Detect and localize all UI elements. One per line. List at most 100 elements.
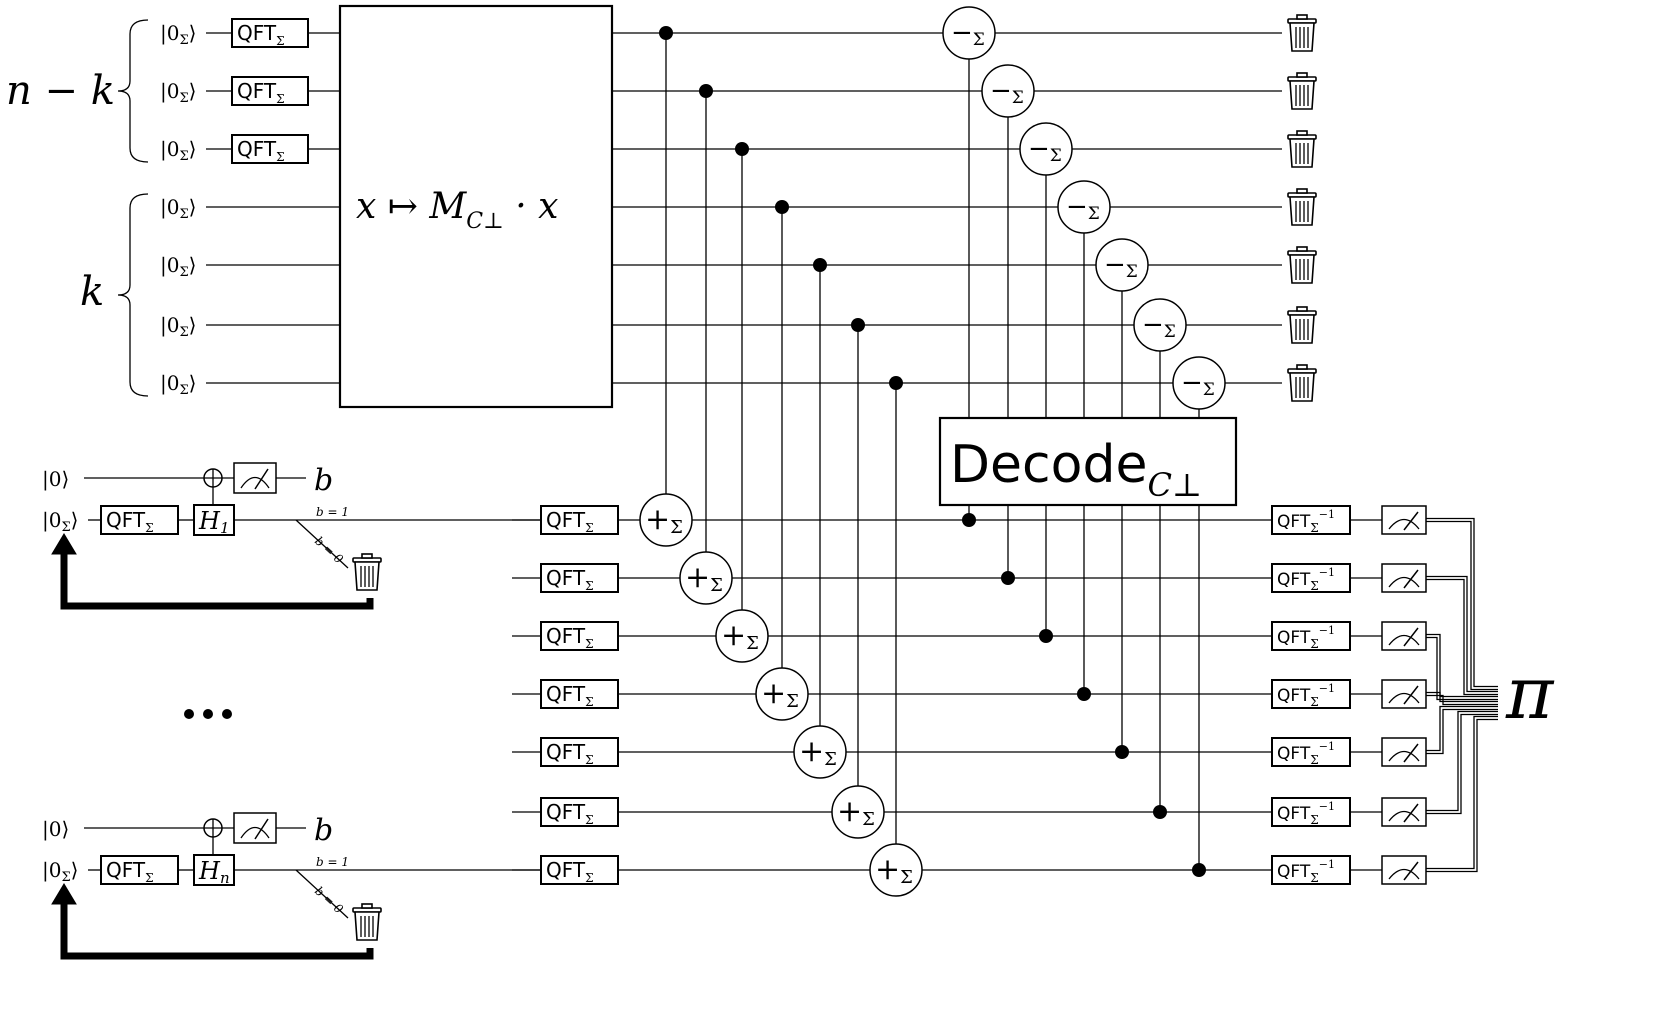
linear-map-box — [338, 4, 614, 409]
trash-body — [1289, 22, 1315, 52]
gate-part: Σ — [1203, 380, 1215, 400]
linear-map-label: x ↦ MC⊥ · x — [356, 186, 558, 234]
measurement-icon — [1381, 621, 1427, 651]
subtract-gate-label: −Σ — [1181, 368, 1215, 400]
qft-label: QFTΣ−1 — [1277, 800, 1335, 827]
classical-wire — [1426, 705, 1498, 755]
qft-part: Σ — [585, 521, 593, 535]
classical-bit-label: b — [314, 813, 333, 848]
qft-part: QFT — [546, 566, 586, 590]
gate-part: + — [721, 618, 746, 653]
ket-part: Σ — [179, 265, 188, 280]
qft-part: QFT — [106, 858, 146, 882]
qft-inverse-exponent: −1 — [1319, 508, 1335, 521]
qft-part: QFT — [546, 800, 586, 824]
qft-part: Σ — [145, 871, 153, 885]
qft-part: QFT — [237, 21, 277, 45]
classical-wire — [1426, 691, 1498, 706]
ket-part: Σ — [179, 207, 188, 222]
qft-part: QFT — [1277, 862, 1311, 882]
trash-icon — [1287, 364, 1317, 402]
inverse-qft-gate — [1271, 621, 1351, 651]
gate-part: Σ — [1088, 204, 1100, 224]
meter-arc — [1388, 692, 1420, 704]
ket-part: ⟩ — [189, 313, 197, 337]
qft-part: QFT — [1277, 628, 1311, 648]
qft-part: Σ — [276, 150, 284, 164]
measurement-icon — [1381, 737, 1427, 767]
meter-arc — [1388, 576, 1420, 588]
trash-icon — [1287, 130, 1317, 168]
gate-part: Σ — [824, 749, 837, 770]
qft-gate — [540, 563, 619, 593]
gate-part: Σ — [1050, 146, 1062, 166]
qft-gate — [540, 505, 619, 535]
add-gate — [715, 609, 769, 663]
gate-part: + — [799, 734, 824, 769]
feedback-arrow — [60, 896, 374, 960]
qft-inverse-exponent: −1 — [1319, 740, 1335, 753]
classical-wire — [1426, 715, 1498, 873]
qft-part: QFT — [1277, 744, 1311, 764]
measurement-icon — [1381, 679, 1427, 709]
qft-part: QFT — [1277, 570, 1311, 590]
add-gate — [831, 785, 885, 839]
ket-part: Σ — [61, 520, 70, 535]
control-dot — [962, 513, 976, 527]
qft-part: Σ — [145, 521, 153, 535]
qft-part: QFT — [237, 137, 277, 161]
decode-label: DecodeC⊥ — [950, 435, 1202, 504]
trash-body — [1289, 372, 1315, 402]
hadamard-part: H — [198, 507, 221, 535]
qft-part: QFT — [1277, 804, 1311, 824]
meter-needle — [254, 818, 269, 840]
ket-part: |0 — [160, 195, 179, 220]
qft-label: QFTΣ−1 — [1277, 508, 1335, 535]
qft-part: QFT — [546, 624, 586, 648]
add-gate-label: +Σ — [721, 618, 759, 654]
hadamard-label: Hn — [198, 857, 230, 887]
brace-k — [117, 193, 149, 397]
gate-part: + — [837, 794, 862, 829]
qft-part: Σ — [585, 813, 593, 827]
qft-inverse-exponent: −1 — [1319, 566, 1335, 579]
ket-part: ⟩ — [189, 137, 197, 161]
ket-part: Σ — [179, 33, 188, 48]
meter-arc — [1388, 810, 1420, 822]
meter-arc — [1388, 750, 1420, 762]
feedback-arrow — [60, 546, 374, 610]
trash-handle — [1296, 72, 1308, 78]
text-layer: |0Σ⟩|0Σ⟩|0Σ⟩|0Σ⟩|0Σ⟩|0Σ⟩|0Σ⟩QFTΣQFTΣQFTΣ… — [6, 18, 1555, 917]
arrow-head — [51, 533, 77, 555]
qft-gate — [540, 855, 619, 885]
gate-part: Σ — [746, 633, 759, 654]
meter-needle — [1403, 861, 1419, 881]
gate-part: Σ — [1164, 322, 1176, 342]
ket-part: |0 — [160, 79, 179, 104]
add-gate-label: +Σ — [799, 734, 837, 770]
hadamard-part: H — [198, 857, 221, 885]
trash-icon — [352, 903, 382, 941]
meter-arc — [240, 826, 270, 839]
map-label-part: · x — [504, 186, 559, 227]
qft-label: QFTΣ−1 — [1277, 858, 1335, 885]
decode-label-part: C⊥ — [1147, 466, 1202, 504]
qft-part: Σ — [585, 871, 593, 885]
qft-gate — [540, 797, 619, 827]
qft-part: Σ — [276, 92, 284, 106]
trash-body — [354, 561, 380, 591]
qft-part: QFT — [546, 858, 586, 882]
wires-layer — [84, 32, 1498, 919]
hadamard-part: n — [220, 869, 230, 887]
qft-gate — [231, 18, 309, 48]
ellipsis — [184, 709, 232, 719]
ket-part: Σ — [179, 149, 188, 164]
inverse-qft-gate — [1271, 563, 1351, 593]
qft-part: Σ — [585, 637, 593, 651]
qft-label: QFTΣ−1 — [1277, 682, 1335, 709]
ket-zero-sigma: |0Σ⟩ — [160, 137, 196, 164]
inverse-qft-gate — [1271, 855, 1351, 885]
ket-part: Σ — [179, 91, 188, 106]
ket-part: Σ — [179, 383, 188, 398]
